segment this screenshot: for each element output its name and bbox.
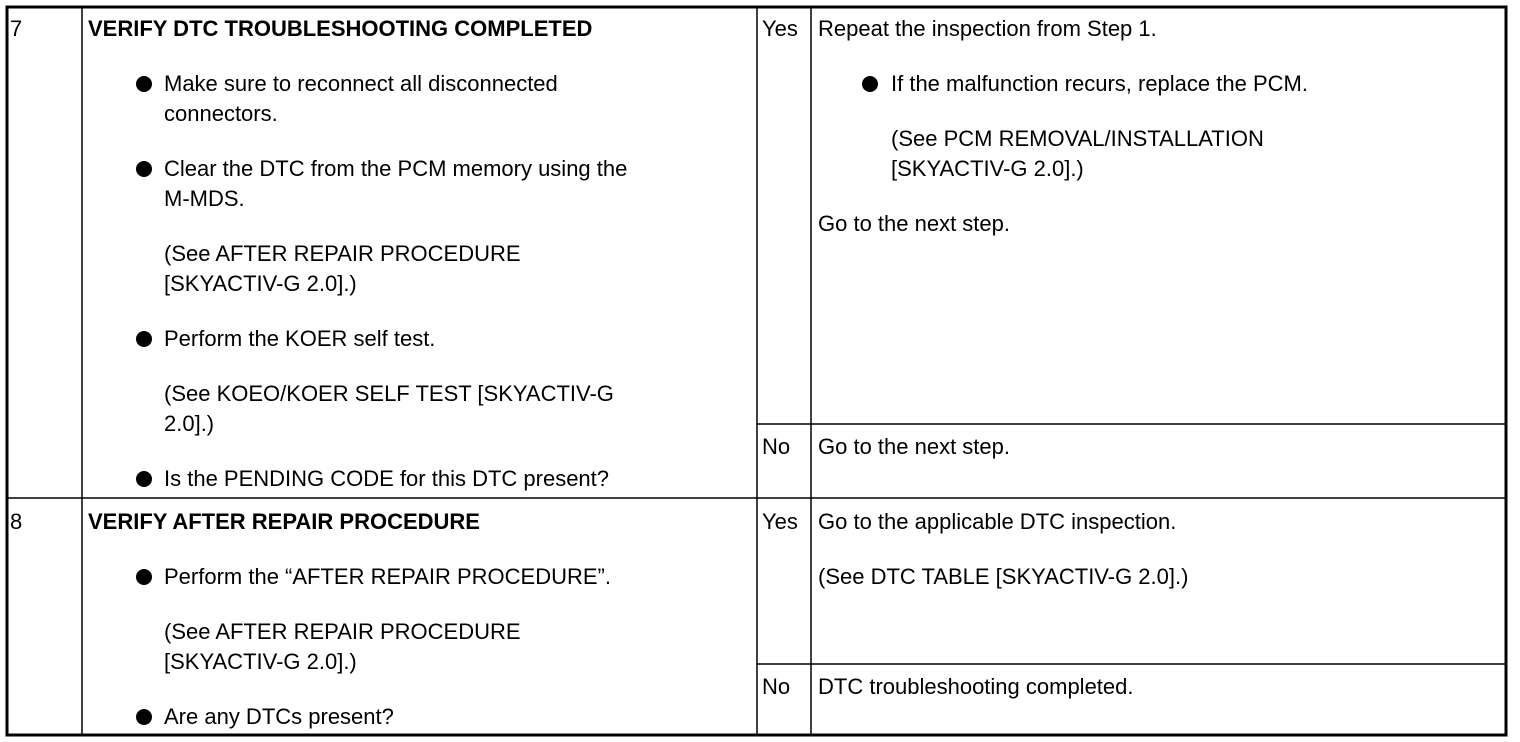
reference-text: [SKYACTIV-G 2.0].) (891, 156, 1084, 181)
action-text: Perform the “AFTER REPAIR PROCEDURE”. (164, 564, 611, 589)
yes-label: Yes (762, 16, 798, 41)
yes-label: Yes (762, 509, 798, 534)
step-title: VERIFY DTC TROUBLESHOOTING COMPLETED (88, 16, 593, 41)
no-label: No (762, 434, 791, 459)
result-text: Repeat the inspection from Step 1. (818, 16, 1157, 41)
step-number: 8 (10, 509, 23, 534)
bullet-icon (136, 76, 152, 92)
bullet-icon (136, 569, 152, 585)
reference-text: (See DTC TABLE [SKYACTIV-G 2.0].) (818, 564, 1189, 589)
action-text: Make sure to reconnect all disconnected (164, 71, 558, 96)
bullet-icon (136, 471, 152, 487)
action-text: Are any DTCs present? (164, 704, 394, 729)
reference-text: (See AFTER REPAIR PROCEDURE (164, 619, 521, 644)
result-text: Go to the applicable DTC inspection. (818, 509, 1177, 534)
action-text: M-MDS. (164, 186, 245, 211)
reference-text: (See PCM REMOVAL/INSTALLATION (891, 126, 1264, 151)
step-number: 7 (10, 16, 23, 41)
reference-text: [SKYACTIV-G 2.0].) (164, 649, 357, 674)
bullet-icon (136, 161, 152, 177)
bullet-icon (136, 331, 152, 347)
action-text: Clear the DTC from the PCM memory using … (164, 156, 628, 181)
reference-text: (See KOEO/KOER SELF TEST [SKYACTIV-G (164, 381, 614, 406)
action-text: Is the PENDING CODE for this DTC present… (164, 466, 610, 491)
no-label: No (762, 674, 791, 699)
result-text: DTC troubleshooting completed. (818, 674, 1134, 699)
result-text: Go to the next step. (818, 211, 1011, 236)
bullet-icon (136, 709, 152, 725)
action-text: connectors. (164, 101, 278, 126)
result-text: If the malfunction recurs, replace the P… (891, 71, 1308, 96)
reference-text: 2.0].) (164, 411, 215, 436)
action-text: Perform the KOER self test. (164, 326, 436, 351)
step-title: VERIFY AFTER REPAIR PROCEDURE (88, 509, 480, 534)
result-text: Go to the next step. (818, 434, 1011, 459)
reference-text: [SKYACTIV-G 2.0].) (164, 271, 357, 296)
reference-text: (See AFTER REPAIR PROCEDURE (164, 241, 521, 266)
bullet-icon (862, 76, 878, 92)
